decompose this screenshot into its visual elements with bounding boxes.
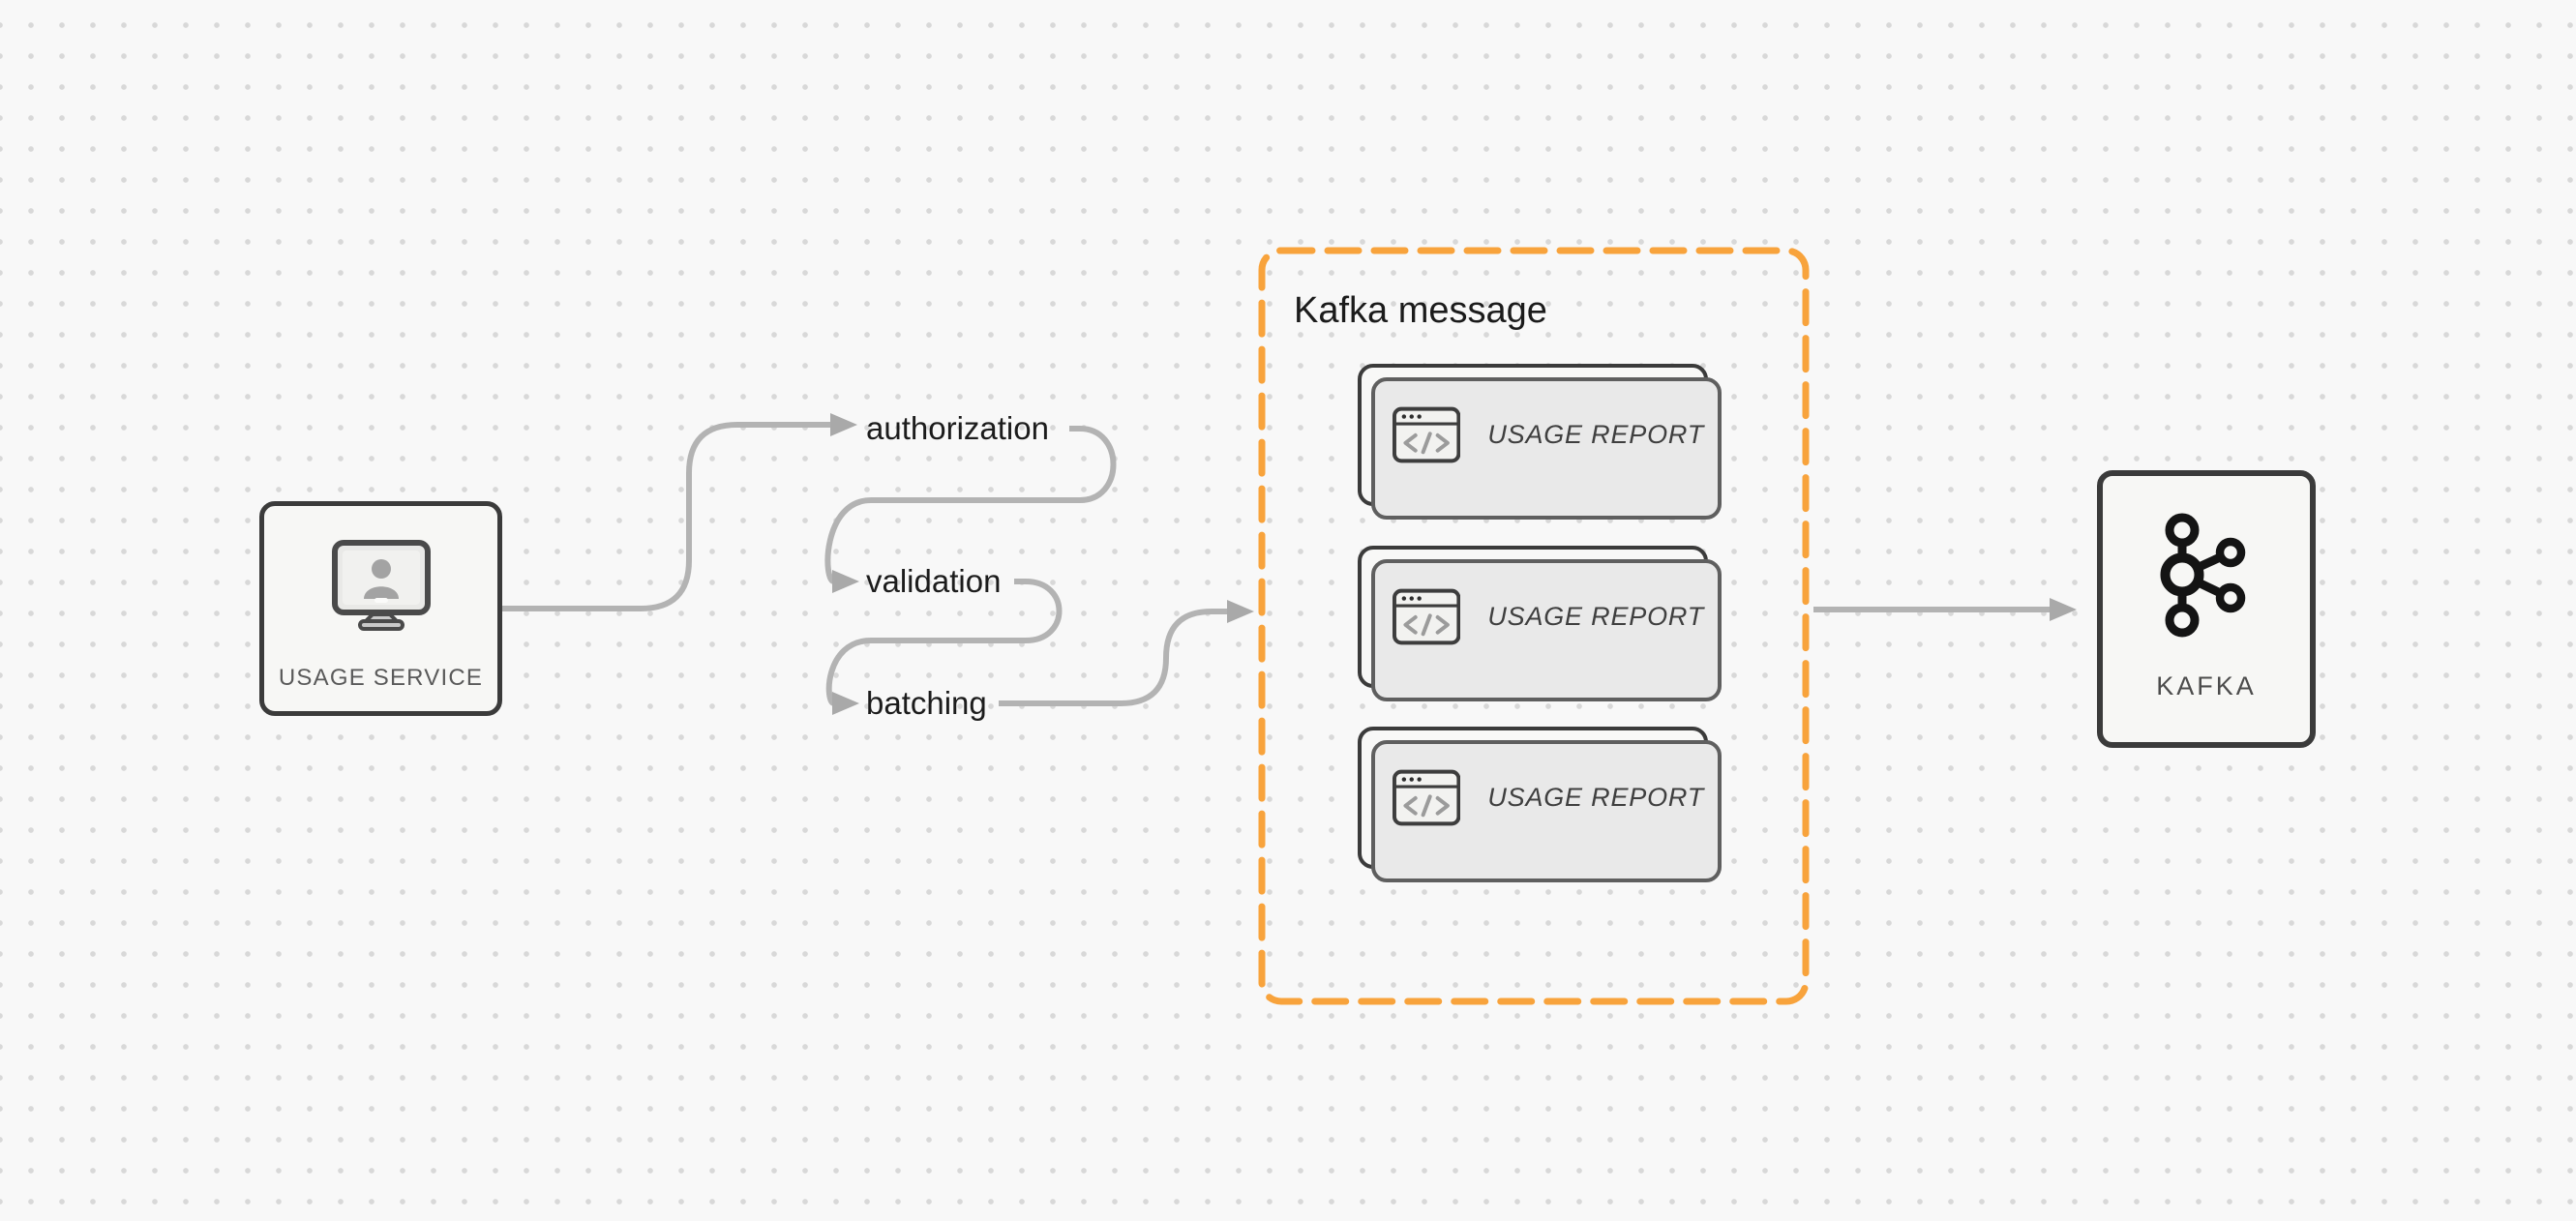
code-window-icon — [1393, 588, 1461, 645]
usage-service-label: USAGE SERVICE — [278, 665, 484, 691]
usage-report-label: USAGE REPORT — [1487, 783, 1704, 812]
arrow-usage-to-authorization — [502, 413, 857, 611]
kafka-label: KAFKA — [2156, 671, 2257, 700]
arrow-validation-to-batching — [825, 579, 1063, 715]
usage-report-card: USAGE REPORT — [1358, 727, 1722, 882]
arrow-authorization-to-validation — [824, 426, 1117, 593]
code-window-icon — [1393, 406, 1461, 463]
step-label-authorization: authorization — [866, 410, 1049, 446]
code-window-icon — [1393, 769, 1461, 826]
kafka-logo-icon — [2103, 499, 2310, 659]
user-monitor-icon — [331, 539, 432, 637]
step-label-validation: validation — [866, 563, 1002, 599]
usage-report-card: USAGE REPORT — [1358, 364, 1722, 520]
usage-service-node: USAGE SERVICE — [259, 501, 502, 716]
usage-report-label: USAGE REPORT — [1487, 420, 1704, 449]
kafka-node: KAFKA — [2097, 470, 2316, 748]
usage-report-label: USAGE REPORT — [1487, 602, 1704, 631]
kafka-message-title: Kafka message — [1294, 290, 1547, 331]
kafka-message-boundary — [1258, 247, 1810, 1005]
arrow-batching-to-kafka-message — [999, 600, 1254, 706]
step-label-batching: batching — [866, 685, 987, 721]
usage-report-card: USAGE REPORT — [1358, 546, 1722, 701]
